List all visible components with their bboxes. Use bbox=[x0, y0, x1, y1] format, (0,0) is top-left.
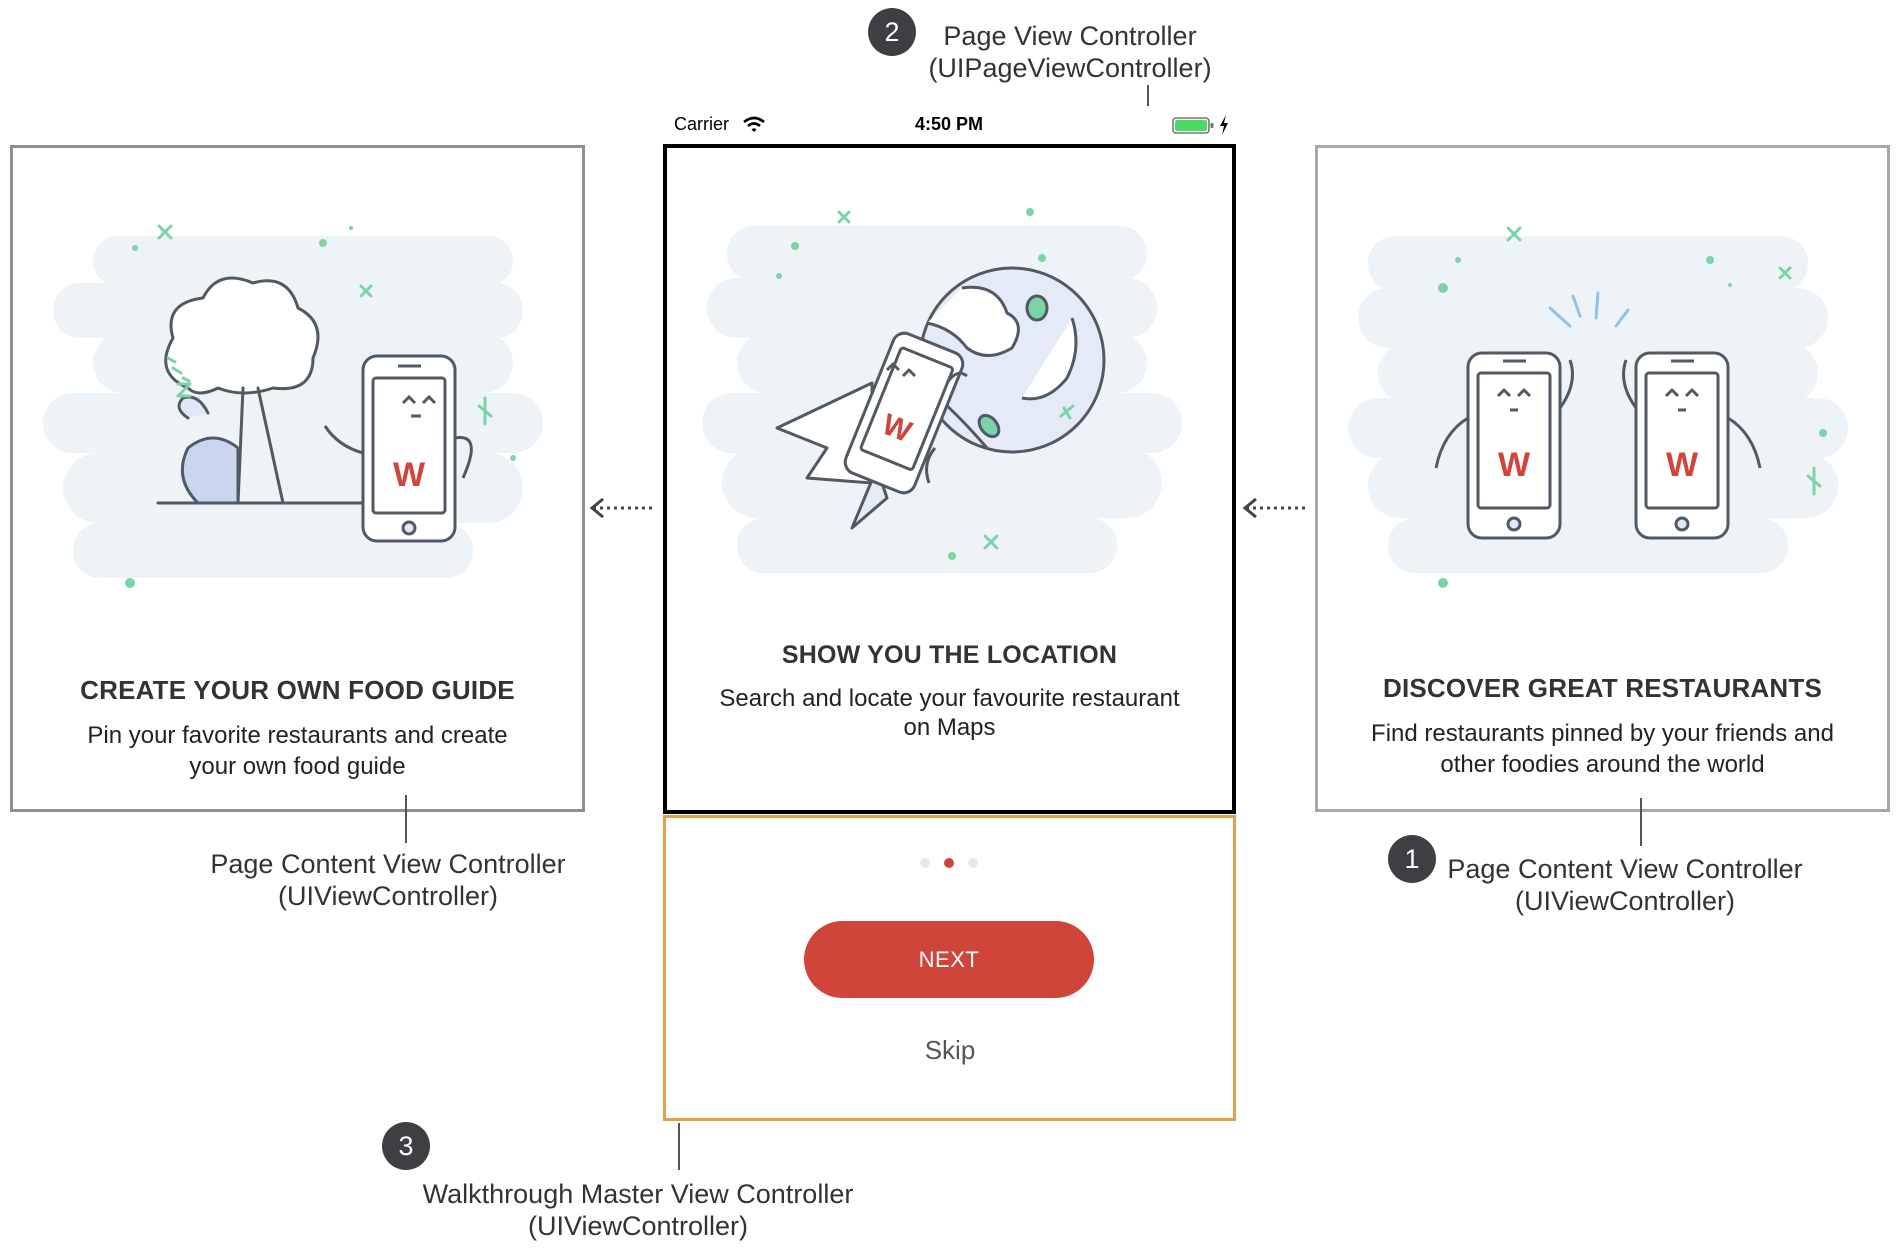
walkthrough-master-label: Walkthrough Master View Controller (UIVi… bbox=[418, 1178, 858, 1242]
description-line1: Search and locate your favourite restaur… bbox=[719, 685, 1180, 712]
page-description: Pin your favorite restaurants and create… bbox=[13, 720, 582, 782]
page-indicator-dot[interactable] bbox=[920, 858, 930, 868]
charging-bolt-icon bbox=[1220, 115, 1228, 135]
label-line2: (UIViewController) bbox=[277, 881, 499, 911]
page-heading: SHOW YOU THE LOCATION bbox=[781, 641, 1118, 669]
description-line1: Pin your favorite restaurants and create bbox=[87, 722, 508, 749]
connector-line bbox=[1640, 798, 1642, 846]
step-badge-3: 3 bbox=[382, 1122, 430, 1170]
mascot-letter: W bbox=[1498, 446, 1531, 484]
label-line1: Page View Controller bbox=[943, 21, 1197, 51]
mascot-letter: W bbox=[393, 456, 426, 494]
page-indicator-dot-current[interactable] bbox=[944, 858, 954, 868]
step-badge-1: 1 bbox=[1388, 835, 1436, 883]
description-line2: on Maps bbox=[903, 714, 996, 741]
label-line1: Page Content View Controller bbox=[1447, 854, 1803, 884]
clock-label: 4:50 PM bbox=[914, 114, 984, 134]
show-location-illustration: W bbox=[702, 208, 1182, 573]
connector-line bbox=[678, 1123, 680, 1170]
arrow-left-icon bbox=[589, 497, 655, 519]
page-heading: CREATE YOUR OWN FOOD GUIDE bbox=[80, 675, 515, 705]
wifi-icon bbox=[743, 116, 765, 132]
page-description: Find restaurants pinned by your friends … bbox=[1318, 718, 1887, 780]
label-line2: (UIViewController) bbox=[1514, 886, 1736, 916]
next-button[interactable]: NEXT bbox=[804, 921, 1094, 998]
skip-button[interactable]: Skip bbox=[924, 1035, 976, 1065]
page-view-controller-label: Page View Controller (UIPageViewControll… bbox=[920, 20, 1220, 84]
connector-line bbox=[405, 795, 407, 843]
step-badge-2: 2 bbox=[868, 8, 916, 56]
page-view-controller: W SHOW YOU THE LOCATION Search and locat… bbox=[663, 144, 1236, 814]
carrier-label: Carrier bbox=[674, 114, 730, 134]
arrow-left-icon bbox=[1242, 497, 1308, 519]
description-line2: other foodies around the world bbox=[1440, 751, 1765, 778]
page-content-left: W CREATE YOUR OWN FOOD GUIDE Pin your fa… bbox=[10, 145, 585, 812]
page-description: Search and locate your favourite restaur… bbox=[667, 684, 1232, 742]
label-line1: Page Content View Controller bbox=[210, 849, 566, 879]
label-line2: (UIViewController) bbox=[527, 1211, 749, 1241]
page-indicator-dot[interactable] bbox=[968, 858, 978, 868]
description-line1: Find restaurants pinned by your friends … bbox=[1371, 720, 1834, 747]
battery-icon bbox=[1172, 117, 1214, 134]
page-content-view-controller-label-left: Page Content View Controller (UIViewCont… bbox=[188, 848, 588, 912]
discover-restaurants-illustration: W W bbox=[1348, 226, 1848, 588]
mascot-letter: W bbox=[1666, 446, 1699, 484]
label-line1: Walkthrough Master View Controller bbox=[422, 1179, 854, 1209]
description-line2: your own food guide bbox=[189, 753, 406, 780]
page-content-view-controller-label-right: Page Content View Controller (UIViewCont… bbox=[1430, 853, 1820, 917]
food-guide-illustration: W bbox=[43, 224, 543, 588]
label-line2: (UIPageViewController) bbox=[928, 53, 1212, 83]
page-heading: DISCOVER GREAT RESTAURANTS bbox=[1382, 673, 1823, 703]
page-content-right: W W DISCOVER GREAT RESTAURANTS Find rest… bbox=[1315, 145, 1890, 812]
status-bar: Carrier 4:50 PM bbox=[664, 106, 1234, 144]
